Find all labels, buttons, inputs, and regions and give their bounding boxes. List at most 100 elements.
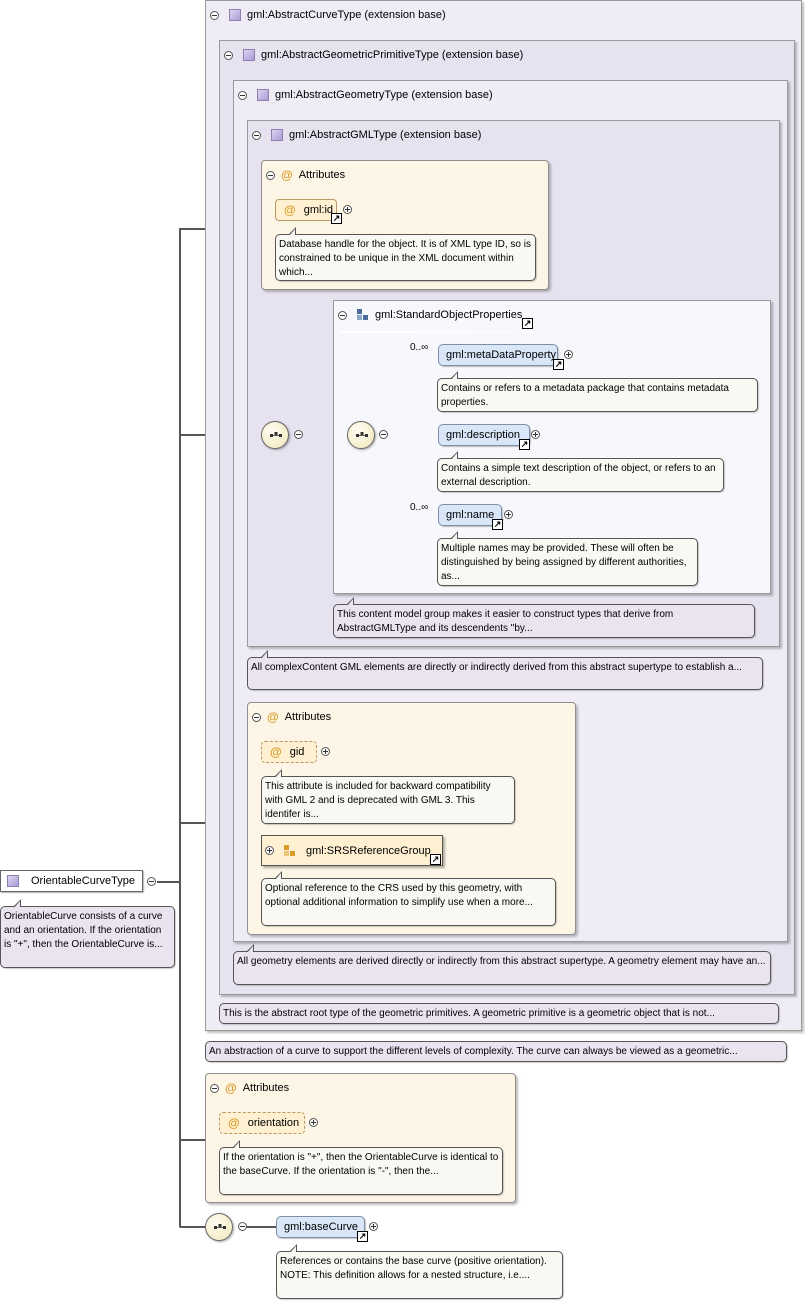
root-type-name: OrientableCurveType (31, 875, 135, 887)
element-name: gml:name (446, 509, 495, 521)
metadata-doc-text: Contains or refers to a metadata package… (441, 383, 729, 408)
srs-doc: Optional reference to the CRS used by th… (261, 871, 556, 926)
attr-orientation-name: orientation (247, 1117, 300, 1129)
jump-arrow-icon[interactable]: ↗ (519, 439, 530, 450)
sequence-icon[interactable] (347, 421, 375, 449)
description-doc: Contains a simple text description of th… (437, 451, 724, 492)
ext-gml-doc-text: All complexContent GML elements are dire… (251, 662, 742, 673)
std-group-doc-text: This content model group makes it easier… (337, 609, 674, 634)
seq-to-base (246, 1226, 276, 1228)
std-group-title: gml:StandardObjectProperties (375, 309, 523, 321)
attr-orientation[interactable]: @ orientation (219, 1112, 305, 1134)
trunk-line (179, 228, 181, 1218)
metadata-doc: Contains or refers to a metadata package… (437, 371, 758, 412)
element-metadataproperty[interactable]: gml:metaDataProperty (438, 344, 558, 366)
orientation-doc: If the orientation is "+", then the Orie… (219, 1140, 503, 1195)
occurs-label: 0..∞ (410, 502, 429, 513)
sequence-glyph (214, 1224, 226, 1229)
metadata-expand-icon[interactable] (564, 350, 573, 359)
geom-attrs-title: Attributes (284, 711, 332, 723)
ext-curve-collapse-icon[interactable] (210, 10, 219, 20)
description-doc-text: Contains a simple text description of th… (441, 463, 716, 488)
root-doc-text: OrientableCurve consists of a curve and … (4, 911, 163, 950)
jump-arrow-icon[interactable]: ↗ (492, 519, 503, 530)
at-sign-icon: @ (225, 1081, 237, 1095)
element-name: gml:description (446, 429, 520, 441)
complex-type-icon (229, 9, 241, 21)
jump-arrow-icon[interactable]: ↗ (553, 359, 564, 370)
name-doc: Multiple names may be provided. These wi… (437, 531, 698, 586)
basecurve-name: gml:baseCurve (284, 1221, 358, 1233)
at-sign-icon: @ (284, 203, 296, 217)
jump-arrow-icon[interactable]: ↗ (331, 213, 342, 224)
basecurve-expand-icon[interactable] (369, 1222, 378, 1231)
gml-id-expand-icon[interactable] (343, 205, 352, 214)
std-group-doc: This content model group makes it easier… (333, 597, 755, 638)
srs-doc-text: Optional reference to the CRS used by th… (265, 883, 533, 908)
srs-expand-icon[interactable] (265, 846, 274, 855)
orient-attrs-collapse-icon[interactable] (210, 1083, 219, 1093)
srs-name: gml:SRSReferenceGroup (306, 844, 431, 857)
gid-doc-text: This attribute is included for backward … (265, 781, 491, 820)
ext-primitive-collapse-icon[interactable] (224, 50, 233, 60)
description-expand-icon[interactable] (531, 430, 540, 439)
element-description[interactable]: gml:description (438, 424, 530, 446)
ext-geometry-doc-text: All geometry elements are derived direct… (237, 956, 766, 967)
name-expand-icon[interactable] (504, 510, 513, 519)
model-group-icon (357, 309, 369, 321)
complex-type-icon (257, 89, 269, 101)
root-doc: OrientableCurve consists of a curve and … (0, 899, 175, 968)
branch-orient-attrs (179, 1139, 205, 1141)
branch-base-seq (179, 1218, 181, 1228)
orient-attrs-title: Attributes (242, 1082, 290, 1094)
ext-primitive-doc: This is the abstract root type of the ge… (219, 1003, 779, 1024)
basecurve-doc: References or contains the base curve (p… (276, 1244, 563, 1299)
root-type-box[interactable]: OrientableCurveType (0, 870, 143, 892)
occurs-label: 0..∞ (410, 342, 429, 353)
std-group-collapse-icon[interactable] (338, 310, 347, 320)
attr-group-srs[interactable]: gml:SRSReferenceGroup (261, 835, 443, 866)
complex-type-icon (7, 875, 19, 887)
orientation-expand-icon[interactable] (309, 1118, 318, 1127)
gid-doc: This attribute is included for backward … (261, 769, 515, 824)
at-sign-icon: @ (228, 1116, 240, 1130)
ext-gml-label: gml:AbstractGMLType (extension base) (289, 129, 482, 141)
ext-geometry-label: gml:AbstractGeometryType (extension base… (275, 89, 493, 101)
root-connector (157, 881, 181, 883)
geom-attrs-collapse-icon[interactable] (252, 712, 261, 722)
ext-geometry-collapse-icon[interactable] (238, 90, 247, 100)
sequence-icon[interactable] (205, 1213, 233, 1241)
element-basecurve[interactable]: gml:baseCurve (276, 1216, 365, 1238)
name-doc-text: Multiple names may be provided. These wi… (441, 543, 687, 582)
ext-primitive-label: gml:AbstractGeometricPrimitiveType (exte… (261, 49, 524, 61)
gid-expand-icon[interactable] (321, 747, 330, 756)
ext-curve-label: gml:AbstractCurveType (extension base) (247, 9, 446, 21)
sequence-icon[interactable] (261, 421, 289, 449)
gml-attrs-title: Attributes (298, 169, 346, 181)
jump-arrow-icon[interactable]: ↗ (357, 1231, 368, 1242)
sequence-glyph (356, 432, 368, 437)
branch-base-seq-h (181, 1226, 205, 1228)
at-sign-icon: @ (270, 745, 282, 759)
ext-geometry-doc: All geometry elements are derived direct… (233, 944, 771, 985)
jump-arrow-icon[interactable]: ↗ (522, 318, 533, 329)
attribute-group-icon (284, 844, 296, 857)
at-sign-icon: @ (281, 168, 293, 182)
jump-arrow-icon[interactable]: ↗ (430, 854, 441, 865)
gml-id-doc: Database handle for the object. It is of… (275, 227, 536, 281)
ext-gml-doc: All complexContent GML elements are dire… (247, 650, 763, 690)
attr-gml-id-name: gml:id (303, 204, 334, 216)
root-collapse-icon[interactable] (147, 877, 156, 886)
ext-curve-doc: An abstraction of a curve to support the… (205, 1041, 787, 1062)
orientation-doc-text: If the orientation is "+", then the Orie… (223, 1152, 499, 1177)
attr-gml-id[interactable]: @ gml:id (275, 199, 337, 221)
ext-gml-collapse-icon[interactable] (252, 130, 261, 140)
attr-gid[interactable]: @gid (261, 741, 317, 763)
gml-attrs-collapse-icon[interactable] (266, 170, 275, 180)
base-seq-collapse-icon[interactable] (238, 1222, 247, 1231)
at-sign-icon: @ (267, 710, 279, 724)
element-name-box[interactable]: gml:name (438, 504, 502, 526)
inner-seq-collapse-icon[interactable] (379, 430, 388, 439)
gml-id-doc-text: Database handle for the object. It is of… (279, 239, 531, 278)
outer-seq-collapse-icon[interactable] (294, 430, 303, 439)
